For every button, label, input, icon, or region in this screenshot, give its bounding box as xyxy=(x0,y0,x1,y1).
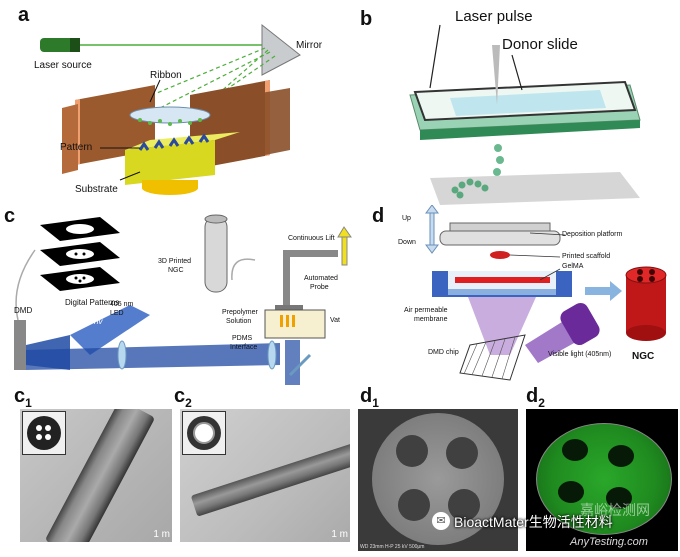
continuous-lift-label: Continuous Lift xyxy=(288,235,335,242)
printed-scaffold-label: Printed scaffold xyxy=(562,253,611,260)
substrate-label: Substrate xyxy=(75,184,118,195)
up-label: Up xyxy=(402,215,411,222)
panel-d-diagram xyxy=(425,205,667,381)
watermark-cn: 嘉峪检测网 xyxy=(580,502,650,518)
watermark-text: BioactMater生物活性材料 xyxy=(454,514,613,530)
laser-pulse-beam xyxy=(492,45,500,105)
panel-d: d Up Down xyxy=(360,205,680,385)
watermark-site: AnyTesting.com xyxy=(570,536,648,548)
panel-c2: c2 1 m xyxy=(172,385,352,557)
panel-d1-letter: d1 xyxy=(360,385,379,410)
c1-scale-label: 1 m xyxy=(153,529,170,540)
air-membrane-label-1: Air permeable xyxy=(404,307,448,314)
ribbon-label: Ribbon xyxy=(150,70,182,81)
led-label-1: 405 nm xyxy=(110,301,134,308)
laser-source-label: Laser source xyxy=(34,60,92,71)
panel-d2-letter: d2 xyxy=(526,385,545,410)
ngc-label-2: NGC xyxy=(168,267,184,274)
panel-b: b Laser pulse Donor slide xyxy=(340,0,680,205)
ngc-label-1: 3D Printed xyxy=(158,258,192,265)
c2-inset xyxy=(182,411,226,455)
dmd-chip-label: DMD chip xyxy=(428,349,459,356)
panel-a-letter: a xyxy=(18,4,30,26)
probe-label-2: Probe xyxy=(310,284,329,291)
dmd-label: DMD xyxy=(14,306,33,315)
wechat-icon: ✉ xyxy=(432,512,450,530)
deposition-platform-label: Deposition platform xyxy=(562,231,623,238)
panel-b-letter: b xyxy=(360,8,373,30)
probe-label-1: Automated xyxy=(304,275,338,282)
down-label: Down xyxy=(398,239,416,246)
panel-d2: d2 xyxy=(522,385,680,557)
dmd-chip-shape xyxy=(459,334,526,381)
panel-c2-letter: c2 xyxy=(174,385,192,410)
panel-a-diagram xyxy=(40,23,301,195)
pdms-label-2: Interface xyxy=(230,344,258,351)
air-membrane-label-2: membrane xyxy=(414,316,448,323)
ngc-red-label: NGC xyxy=(632,351,655,362)
mirror-label: Mirror xyxy=(296,40,323,51)
substrate-block xyxy=(125,140,215,185)
panel-c1: c1 1 m xyxy=(0,385,172,557)
ribbon xyxy=(129,106,211,124)
c2-scale-label: 1 m xyxy=(331,529,348,540)
watermark: 嘉峪检测网 ✉ BioactMater生物活性材料 AnyTesting.com xyxy=(430,502,680,557)
dmd-block xyxy=(14,320,26,370)
digital-patterns-label: Digital Patterns xyxy=(65,298,120,307)
pdms-label-1: PDMS xyxy=(232,335,253,342)
panel-c-diagram xyxy=(14,214,352,385)
c1-micrograph: 1 m xyxy=(20,409,172,542)
led-label-2: LED xyxy=(110,310,124,317)
panel-a: a xyxy=(0,0,340,200)
panel-c: c xyxy=(0,205,360,385)
panel-c-letter: c xyxy=(4,205,16,227)
c1-inset xyxy=(22,411,66,455)
prepolymer-label-2: Solution xyxy=(226,318,252,325)
prepolymer-label-1: Prepolymer xyxy=(222,309,258,316)
visible-light-label: Visible light (405nm) xyxy=(548,351,612,358)
laser-pulse-label: Laser pulse xyxy=(455,8,533,25)
d2-fluorescence-image xyxy=(526,409,678,551)
hv-label: hv xyxy=(94,317,103,326)
vat-label: Vat xyxy=(330,317,340,324)
mirror-shape xyxy=(261,23,301,76)
gelma-label: GelMA xyxy=(562,263,584,270)
panel-b-diagram xyxy=(409,24,641,205)
pattern-label: Pattern xyxy=(60,142,93,153)
d1-sem-info: WD 23mm H-P 25 kV 500μm xyxy=(360,544,425,550)
donor-slide-label: Donor slide xyxy=(502,36,578,53)
panel-d-letter: d xyxy=(372,205,385,227)
c2-micrograph: 1 m xyxy=(180,409,350,542)
panel-c1-letter: c1 xyxy=(14,385,32,410)
